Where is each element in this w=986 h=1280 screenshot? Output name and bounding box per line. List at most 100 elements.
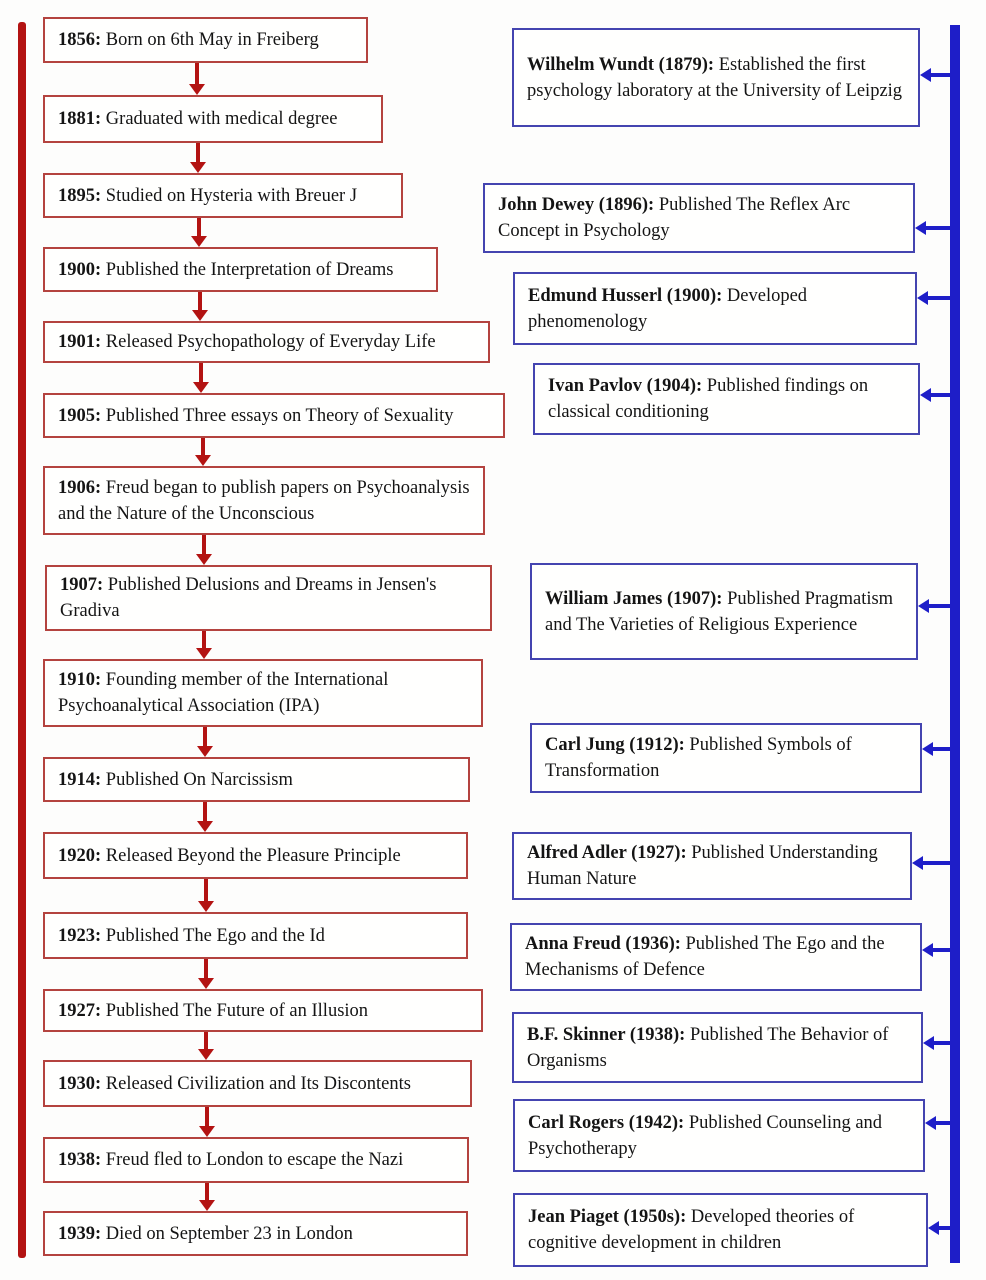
event-year: 1900:: [58, 259, 102, 280]
event-year: 1856:: [58, 30, 102, 50]
other-event-anna-freud: Anna Freud (1936): Published The Ego and…: [510, 923, 922, 991]
event-year: 1923:: [58, 925, 102, 946]
event-description: Published findings on classical conditio…: [548, 376, 869, 422]
event-description: Published On Narcissism: [105, 769, 293, 790]
other-event-dewey-text: John Dewey (1896): Published The Reflex …: [498, 192, 907, 244]
other-event-pavlov-text: Ivan Pavlov (1904): Published findings o…: [548, 373, 912, 425]
freud-event-1927: 1927: Published The Future of an Illusio…: [43, 989, 483, 1032]
freud-event-1895: 1895: Studied on Hysteria with Breuer J: [43, 173, 403, 218]
event-description: Published The Behavior of Organisms: [527, 1024, 889, 1071]
event-year: 1939:: [58, 1223, 102, 1244]
other-event-skinner: B.F. Skinner (1938): Published The Behav…: [512, 1012, 923, 1083]
freud-event-1923-text: 1923: Published The Ego and the Id: [58, 923, 325, 949]
freud-event-1901: 1901: Released Psychopathology of Everyd…: [43, 321, 490, 363]
event-description: Published Delusions and Dreams in Jensen…: [60, 575, 437, 621]
freud-event-1856-text: 1856: Born on 6th May in Freiberg: [58, 27, 319, 53]
event-description: Published the Interpretation of Dreams: [105, 259, 394, 280]
other-event-wundt: Wilhelm Wundt (1879): Established the fi…: [512, 28, 920, 127]
freud-event-1905: 1905: Published Three essays on Theory o…: [43, 393, 505, 438]
event-person-year: Ivan Pavlov (1904):: [548, 376, 703, 396]
freud-event-1927-text: 1927: Published The Future of an Illusio…: [58, 998, 368, 1024]
event-description: Published Understanding Human Nature: [527, 843, 878, 889]
other-event-piaget-text: Jean Piaget (1950s): Developed theories …: [528, 1204, 920, 1256]
other-event-adler: Alfred Adler (1927): Published Understan…: [512, 832, 912, 900]
event-person-year: John Dewey (1896):: [498, 195, 655, 215]
event-year: 1914:: [58, 769, 102, 790]
freud-event-1881-text: 1881: Graduated with medical degree: [58, 106, 337, 132]
event-year: 1907:: [60, 575, 104, 595]
event-description: Born on 6th May in Freiberg: [105, 30, 319, 50]
event-person-year: Jean Piaget (1950s):: [528, 1207, 687, 1227]
event-description: Founding member of the International Psy…: [58, 670, 389, 716]
freud-event-1881: 1881: Graduated with medical degree: [43, 95, 383, 143]
freud-event-1938: 1938: Freud fled to London to escape the…: [43, 1137, 469, 1183]
event-description: Freud began to publish papers on Psychoa…: [58, 477, 470, 524]
event-person-year: Wilhelm Wundt (1879):: [527, 54, 715, 75]
freud-event-1939: 1939: Died on September 23 in London: [43, 1211, 468, 1256]
event-year: 1895:: [58, 185, 102, 206]
event-person-year: Edmund Husserl (1900):: [528, 285, 723, 306]
other-event-rogers: Carl Rogers (1942): Published Counseling…: [513, 1099, 925, 1172]
freud-event-1914-text: 1914: Published On Narcissism: [58, 767, 293, 793]
event-person-year: Carl Jung (1912):: [545, 735, 685, 755]
event-description: Published Counseling and Psychotherapy: [528, 1112, 883, 1159]
event-year: 1881:: [58, 109, 102, 129]
freud-event-1906-text: 1906: Freud began to publish papers on P…: [58, 475, 477, 527]
event-year: 1906:: [58, 477, 102, 498]
event-description: Studied on Hysteria with Breuer J: [105, 185, 358, 206]
freud-event-1906: 1906: Freud began to publish papers on P…: [43, 466, 485, 535]
freud-event-1907: 1907: Published Delusions and Dreams in …: [45, 565, 492, 631]
freud-timeline-axis: [18, 22, 26, 1258]
event-person-year: William James (1907):: [545, 588, 723, 609]
event-year: 1927:: [58, 1000, 102, 1021]
other-event-anna-freud-text: Anna Freud (1936): Published The Ego and…: [525, 931, 914, 983]
other-event-piaget: Jean Piaget (1950s): Developed theories …: [513, 1193, 928, 1267]
event-year: 1910:: [58, 670, 102, 690]
other-psychologists-timeline-axis: [950, 25, 960, 1263]
event-year: 1905:: [58, 405, 102, 426]
freud-event-1920-text: 1920: Released Beyond the Pleasure Princ…: [58, 843, 401, 869]
freud-event-1939-text: 1939: Died on September 23 in London: [58, 1221, 353, 1247]
freud-event-1938-text: 1938: Freud fled to London to escape the…: [58, 1147, 403, 1173]
other-event-husserl: Edmund Husserl (1900): Developed phenome…: [513, 272, 917, 345]
event-description: Released Civilization and Its Discontent…: [105, 1073, 411, 1094]
other-event-dewey: John Dewey (1896): Published The Reflex …: [483, 183, 915, 253]
freud-event-1923: 1923: Published The Ego and the Id: [43, 912, 468, 959]
freud-event-1900-text: 1900: Published the Interpretation of Dr…: [58, 257, 394, 283]
other-event-james: William James (1907): Published Pragmati…: [530, 563, 918, 660]
freud-event-1930: 1930: Released Civilization and Its Disc…: [43, 1060, 472, 1107]
other-event-jung: Carl Jung (1912): Published Symbols of T…: [530, 723, 922, 793]
other-event-jung-text: Carl Jung (1912): Published Symbols of T…: [545, 732, 914, 784]
freud-event-1910: 1910: Founding member of the Internation…: [43, 659, 483, 727]
freud-event-1930-text: 1930: Released Civilization and Its Disc…: [58, 1071, 411, 1097]
event-year: 1930:: [58, 1073, 102, 1094]
event-person-year: Anna Freud (1936):: [525, 934, 681, 954]
freud-event-1910-text: 1910: Founding member of the Internation…: [58, 667, 475, 719]
event-year: 1938:: [58, 1150, 102, 1170]
event-year: 1920:: [58, 845, 102, 866]
event-description: Published Pragmatism and The Varieties o…: [545, 588, 894, 635]
event-person-year: Alfred Adler (1927):: [527, 843, 687, 863]
other-event-skinner-text: B.F. Skinner (1938): Published The Behav…: [527, 1022, 915, 1074]
event-description: Graduated with medical degree: [105, 109, 338, 129]
freud-event-1920: 1920: Released Beyond the Pleasure Princ…: [43, 832, 468, 879]
event-description: Published The Future of an Illusion: [105, 1000, 369, 1021]
event-description: Published The Ego and the Id: [105, 925, 325, 946]
event-description: Released Beyond the Pleasure Principle: [105, 845, 401, 866]
event-description: Established the first psychology laborat…: [527, 54, 903, 101]
other-event-rogers-text: Carl Rogers (1942): Published Counseling…: [528, 1110, 917, 1162]
freud-event-1907-text: 1907: Published Delusions and Dreams in …: [60, 572, 484, 624]
event-year: 1901:: [58, 332, 102, 352]
event-description: Freud fled to London to escape the Nazi: [105, 1150, 404, 1170]
freud-event-1901-text: 1901: Released Psychopathology of Everyd…: [58, 329, 436, 355]
event-person-year: Carl Rogers (1942):: [528, 1112, 685, 1133]
event-description: Developed phenomenology: [528, 285, 808, 332]
event-description: Published Symbols of Transformation: [545, 735, 852, 781]
other-event-wundt-text: Wilhelm Wundt (1879): Established the fi…: [527, 52, 912, 104]
freud-event-1900: 1900: Published the Interpretation of Dr…: [43, 247, 438, 292]
freud-event-1905-text: 1905: Published Three essays on Theory o…: [58, 403, 453, 429]
event-description: Died on September 23 in London: [105, 1223, 353, 1244]
event-description: Published The Ego and the Mechanisms of …: [525, 934, 885, 980]
other-event-james-text: William James (1907): Published Pragmati…: [545, 586, 910, 638]
